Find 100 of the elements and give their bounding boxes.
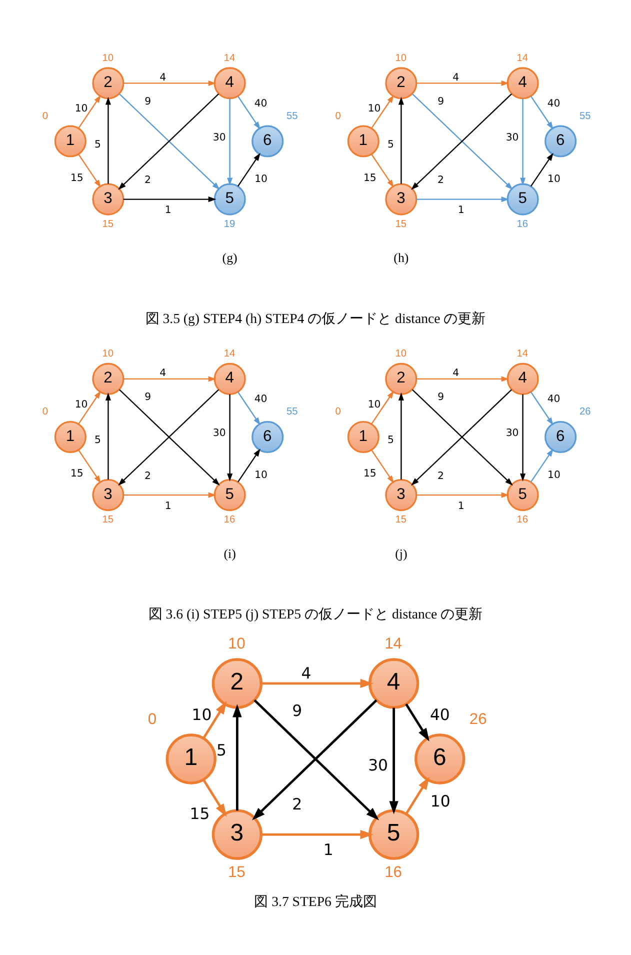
- arrow: [238, 152, 260, 186]
- node-circle: 1: [166, 733, 216, 784]
- arrow: [405, 776, 430, 814]
- node-circle: 3: [385, 478, 418, 511]
- edge-label: 5: [216, 740, 226, 760]
- arrow: [123, 196, 216, 202]
- label: 図 3.7 STEP6 完成図: [254, 893, 377, 908]
- label: 図 3.6 (i) STEP5 (j) STEP5 の仮ノードと distance の更新: [148, 606, 483, 621]
- node-label: 10: [102, 52, 114, 64]
- arrow: [202, 700, 227, 738]
- node-label: 0: [335, 406, 341, 418]
- edge-label: 15: [363, 468, 376, 480]
- node-label: 26: [469, 710, 487, 728]
- edge-label: 15: [70, 468, 84, 480]
- edge-label: 30: [212, 132, 226, 143]
- node-circle: 5: [214, 478, 246, 511]
- edge-label: 10: [548, 174, 560, 185]
- arrow: [416, 196, 510, 202]
- edge-label: 30: [368, 754, 388, 774]
- node-label: 10: [102, 348, 114, 360]
- edge-label: 5: [94, 434, 101, 446]
- node-circle: 2: [385, 66, 418, 99]
- edge-label: 4: [452, 368, 460, 379]
- label: (j): [395, 546, 408, 560]
- edge-label: 9: [438, 96, 444, 107]
- node-circle: 1: [54, 420, 86, 453]
- arrow: [261, 829, 374, 839]
- edge-label: 15: [70, 172, 84, 184]
- arrow: [123, 376, 216, 382]
- edge-label: 40: [254, 98, 268, 109]
- edge-label: 2: [438, 174, 444, 186]
- node-circle: 3: [385, 182, 418, 215]
- arrow: [405, 703, 430, 741]
- label: (h): [394, 250, 409, 265]
- node-circle: 1: [347, 124, 380, 157]
- edge-label: 15: [363, 172, 376, 184]
- node-label: 10: [395, 52, 406, 64]
- edge-label: 9: [438, 392, 444, 403]
- node-label: 55: [286, 406, 298, 418]
- edge-label: 40: [547, 394, 560, 405]
- label: (g): [222, 250, 238, 265]
- node-circle: 4: [506, 362, 539, 394]
- edge-label: 1: [164, 500, 172, 512]
- edge-label: 10: [74, 398, 88, 410]
- arrow: [78, 154, 102, 188]
- arrow: [105, 96, 111, 184]
- edge-label: 4: [301, 662, 312, 682]
- node-label: 15: [395, 218, 406, 230]
- node-label: 26: [579, 406, 591, 418]
- edge-label: 30: [506, 428, 519, 439]
- arrow: [371, 449, 394, 483]
- node-label: 0: [42, 406, 48, 418]
- arrow: [416, 80, 510, 86]
- edge-label: 5: [94, 138, 101, 150]
- node-label: 16: [384, 864, 402, 881]
- edge-label: 10: [74, 103, 88, 114]
- node-circle: 6: [544, 420, 577, 453]
- arrow: [520, 98, 526, 186]
- edge-label: 2: [144, 470, 152, 482]
- arrow: [371, 154, 394, 188]
- node-label: 0: [335, 110, 341, 122]
- edge-label: 1: [458, 204, 464, 216]
- arrow: [227, 394, 233, 481]
- node-label: 55: [579, 110, 591, 122]
- edge-label: 1: [164, 204, 172, 216]
- edge-label: 10: [254, 174, 268, 185]
- edge-label: 10: [254, 469, 268, 480]
- node-label: 0: [148, 710, 157, 728]
- edge-label: 5: [387, 434, 394, 446]
- edge-label: 40: [254, 394, 268, 405]
- edge-label: 1: [323, 840, 334, 859]
- edge-label: 10: [368, 398, 381, 410]
- node-circle: 4: [368, 658, 420, 708]
- arrow: [238, 391, 260, 425]
- node-label: 16: [516, 514, 528, 525]
- arrow: [371, 94, 394, 128]
- edge-label: 9: [144, 96, 152, 107]
- arrow: [123, 80, 216, 86]
- arrow: [78, 94, 102, 128]
- edge-label: 4: [160, 72, 166, 83]
- label: 図 3.5 (g) STEP4 (h) STEP4 の仮ノードと distance の更新: [145, 310, 486, 326]
- arrow: [202, 778, 227, 816]
- arrow: [123, 492, 216, 498]
- arrow: [371, 390, 394, 424]
- node-circle: 6: [414, 733, 466, 784]
- edge-label: 10: [192, 704, 212, 724]
- node-circle: 5: [214, 182, 246, 215]
- node-label: 16: [516, 218, 528, 230]
- edge-label: 2: [144, 174, 152, 186]
- node-circle: 2: [92, 362, 124, 394]
- arrow: [530, 152, 554, 186]
- node-label: 15: [102, 218, 114, 230]
- arrow: [78, 390, 102, 424]
- arrow: [398, 392, 404, 480]
- node-circle: 3: [92, 182, 124, 215]
- arrow: [398, 96, 404, 184]
- arrow: [238, 448, 260, 482]
- edge-label: 5: [387, 138, 394, 150]
- edge-label: 30: [212, 428, 226, 439]
- arrow: [238, 96, 260, 130]
